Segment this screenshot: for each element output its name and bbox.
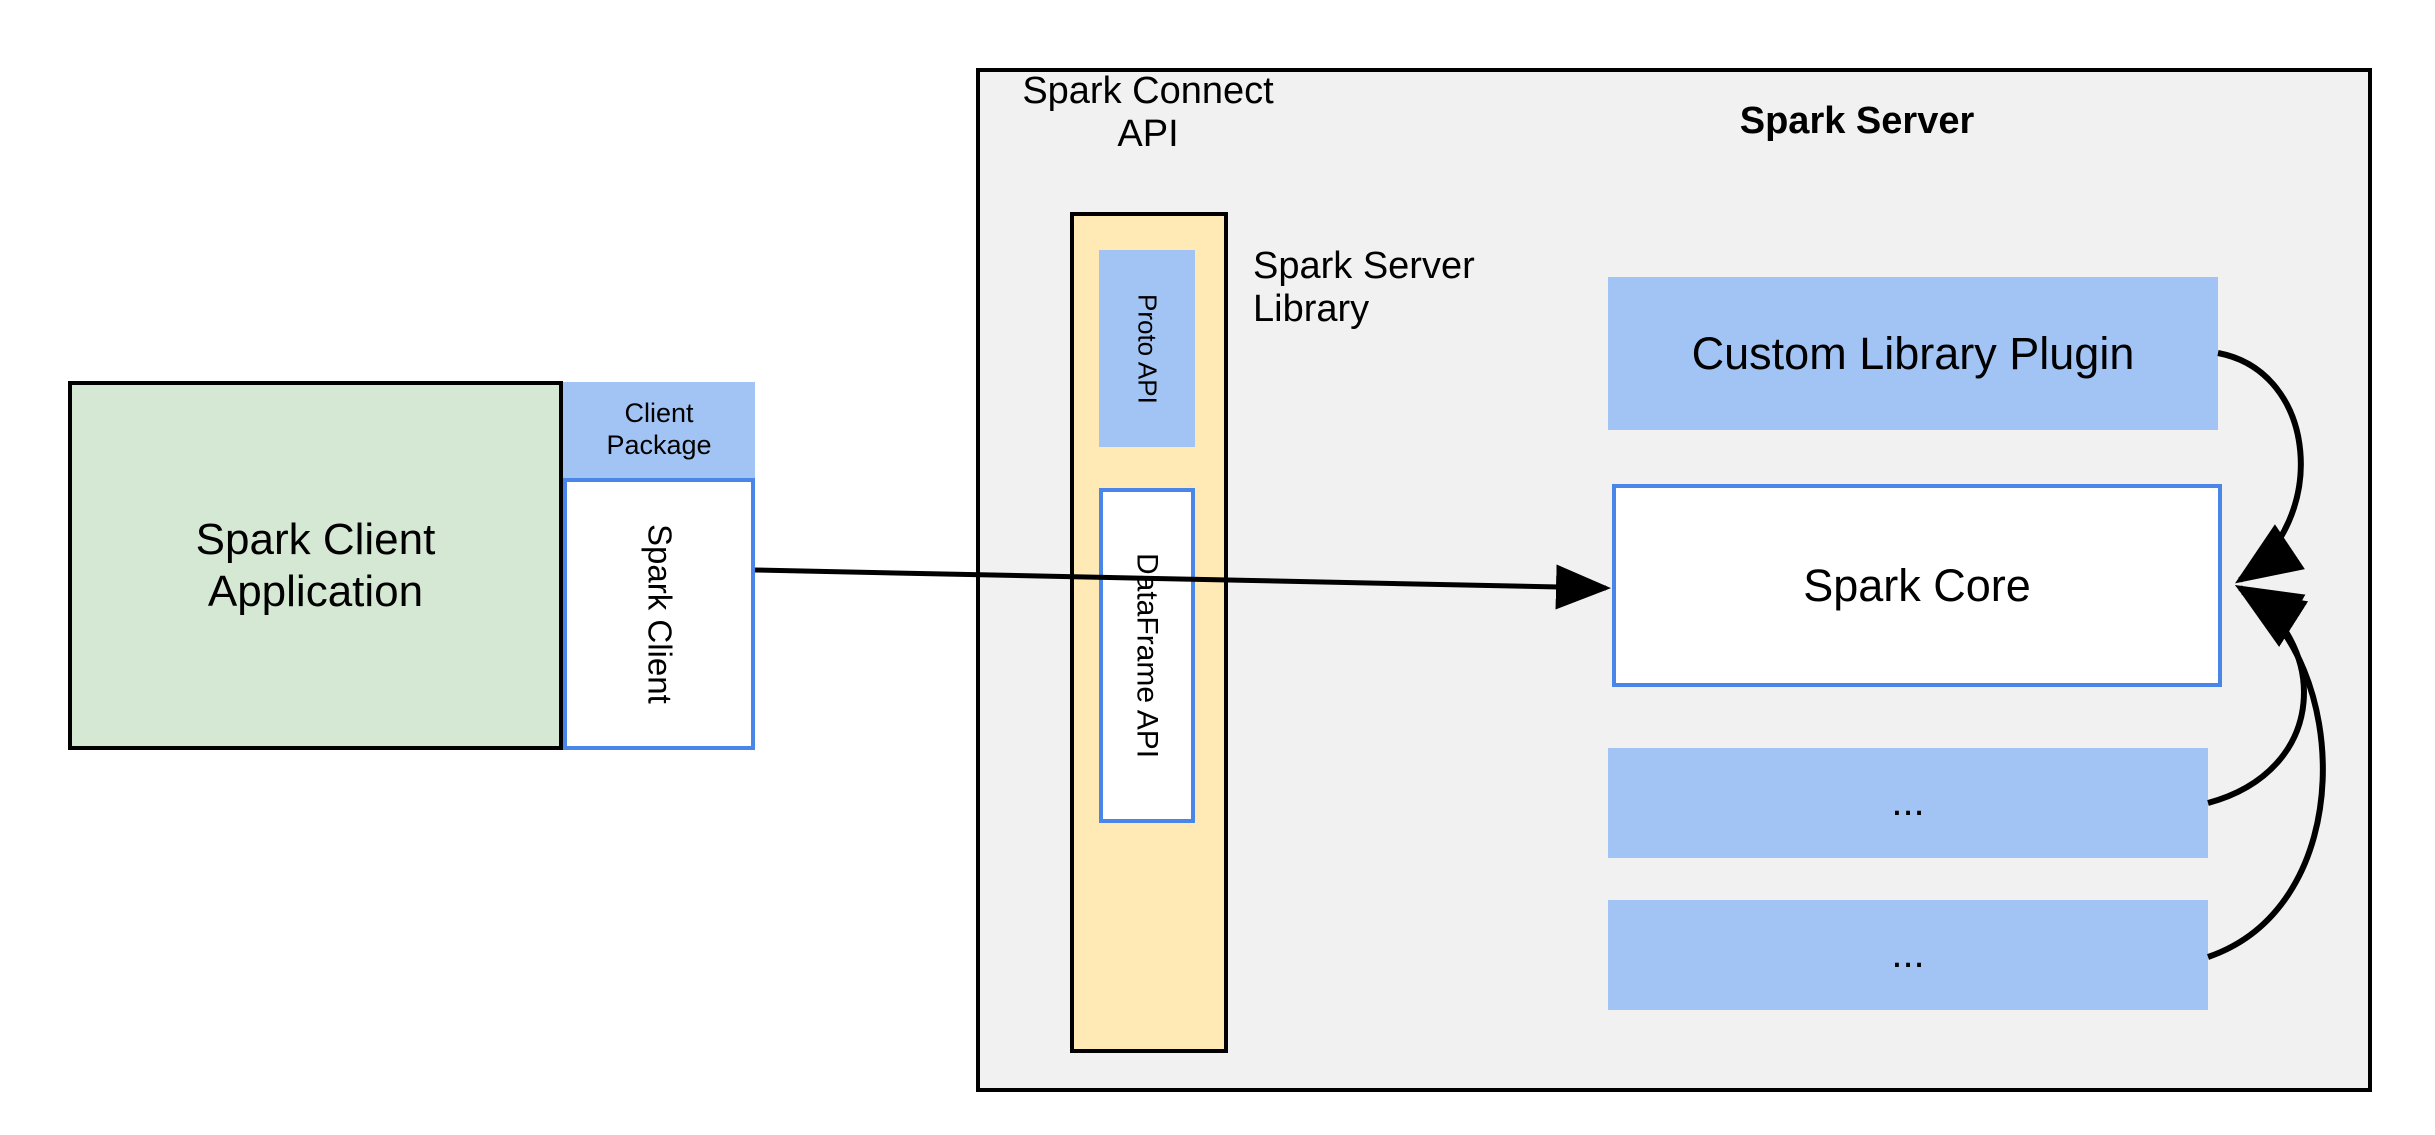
- ellipsis-box-1[interactable]: ...: [1608, 748, 2208, 858]
- proto-api-box[interactable]: Proto API: [1099, 250, 1195, 447]
- spark-client-label: Spark Client: [641, 524, 679, 704]
- client-package-box[interactable]: Client Package: [563, 382, 755, 478]
- spark-server-library-label: Spark Server Library: [1253, 245, 1475, 330]
- spark-client-application-label: Spark Client Application: [195, 514, 436, 616]
- dataframe-api-label: DataFrame API: [1130, 552, 1164, 759]
- proto-api-label: Proto API: [1132, 293, 1163, 404]
- spark-client-application-box[interactable]: Spark Client Application: [68, 381, 563, 750]
- spark-client-box[interactable]: Spark Client: [563, 478, 755, 750]
- custom-library-plugin-label: Custom Library Plugin: [1691, 327, 2135, 379]
- custom-library-plugin-box[interactable]: Custom Library Plugin: [1608, 277, 2218, 430]
- client-package-label: Client Package: [606, 398, 712, 460]
- spark-core-box[interactable]: Spark Core: [1612, 484, 2222, 687]
- ellipsis-label-2: ...: [1891, 932, 1925, 977]
- ellipsis-label-1: ...: [1891, 780, 1925, 825]
- ellipsis-box-2[interactable]: ...: [1608, 900, 2208, 1010]
- spark-connect-api-label: Spark Connect API: [1022, 70, 1274, 155]
- spark-server-title: Spark Server: [1739, 100, 1975, 142]
- dataframe-api-box[interactable]: DataFrame API: [1099, 488, 1195, 823]
- spark-core-label: Spark Core: [1803, 559, 2031, 611]
